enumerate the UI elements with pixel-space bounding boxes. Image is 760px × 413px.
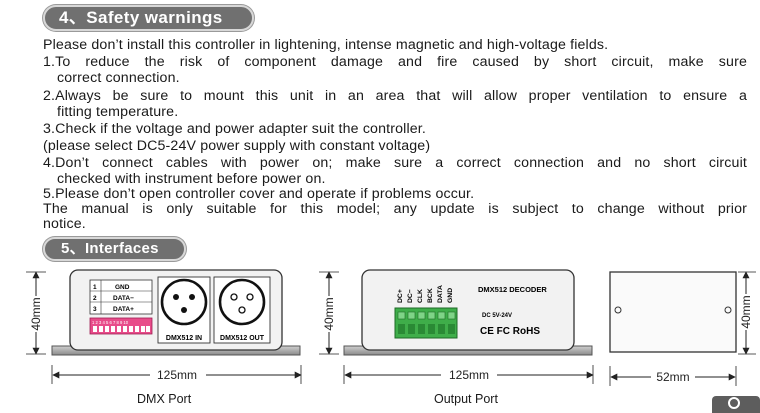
safety-warnings-heading: 4、Safety warnings — [43, 5, 254, 31]
warning-line: The manual is only suitable for this mod… — [43, 201, 747, 217]
terminal-label: DATA+ — [113, 306, 134, 313]
height-dim-label: 40mm — [29, 297, 43, 330]
height-dim-label: 40mm — [322, 297, 336, 330]
warning-line: correct connection. — [57, 70, 180, 86]
pin-label: DC+ — [397, 289, 404, 303]
output-port-view: DC+ DC− CLK BCK DATA GND DMX512 DECODER … — [319, 269, 594, 384]
warning-line: notice. — [43, 216, 86, 232]
terminal-label: GND — [115, 284, 130, 291]
xlr-out-connector — [218, 278, 266, 326]
warning-line: 2.Always be sure to mount this unit in a… — [43, 88, 747, 104]
warning-line: Please don’t install this controller in … — [43, 37, 609, 53]
output-port-caption: Output Port — [434, 392, 498, 406]
dip-numbers: 1 2 3 4 5 6 7 8 9 10 — [92, 320, 129, 325]
terminal-num: 1 — [93, 284, 97, 291]
screw-hole — [614, 306, 622, 314]
dmx-port-view: 1 GND 2 DATA− 3 DATA+ 1 2 3 4 5 6 7 8 9 … — [26, 269, 302, 384]
xlr-out-label: DMX512 OUT — [220, 335, 265, 342]
width-dim-label: 52mm — [656, 370, 689, 384]
warning-line: (please select DC5-24V power supply with… — [43, 138, 431, 154]
terminal-table — [89, 279, 153, 315]
pin-label: BCK — [427, 288, 434, 303]
pin-label: DATA — [437, 285, 444, 303]
scroll-top-button[interactable] — [712, 396, 760, 413]
side-view: 40mm 52mm — [609, 271, 756, 386]
decoder-label: DMX512 DECODER — [478, 285, 547, 294]
warning-line: 4.Don’t connect cables with power on; ma… — [43, 155, 747, 171]
width-dim-label: 125mm — [157, 368, 197, 382]
green-terminal-block — [394, 307, 458, 339]
certification-marks: CE FC RoHS — [480, 326, 540, 337]
side-panel — [609, 271, 737, 353]
terminal-num: 2 — [93, 295, 97, 302]
pin-label: CLK — [417, 289, 424, 303]
terminal-label: DATA− — [113, 295, 134, 302]
warning-line: checked with instrument before power on. — [57, 171, 326, 187]
screw-hole — [724, 306, 732, 314]
dmx-port-caption: DMX Port — [137, 392, 192, 406]
voltage-label: DC 5V-24V — [482, 313, 512, 319]
pin-label: GND — [447, 288, 454, 303]
warning-line: 3.Check if the voltage and power adapter… — [43, 121, 426, 137]
warning-line: fitting temperature. — [57, 104, 179, 120]
xlr-in-label: DMX512 IN — [166, 335, 202, 342]
warning-line: 5.Please don’t open controller cover and… — [43, 186, 475, 202]
circle-icon — [728, 397, 740, 409]
interfaces-heading: 5、Interfaces — [43, 237, 186, 261]
pin-label: DC− — [407, 289, 414, 303]
height-dim-label: 40mm — [739, 295, 753, 328]
output-panel — [361, 269, 575, 351]
xlr-in-connector — [160, 278, 208, 326]
warning-line: 1.To reduce the risk of component damage… — [43, 54, 747, 70]
width-dim-label: 125mm — [449, 368, 489, 382]
terminal-num: 3 — [93, 306, 97, 313]
